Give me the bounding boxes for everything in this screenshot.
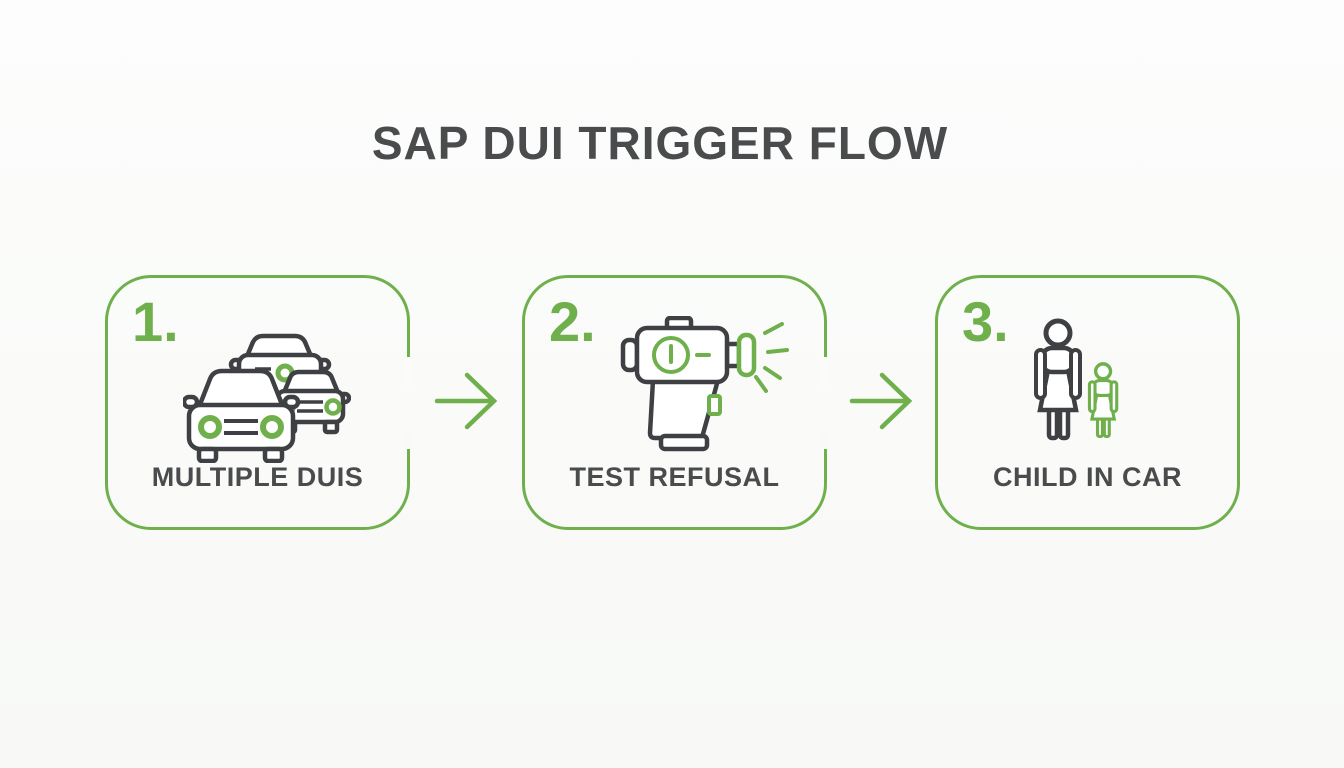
step-card-test-refusal: 2. [522,275,827,530]
step-number: 2. [549,290,596,353]
adult-and-child-icon [1024,318,1124,463]
step-number: 3. [962,290,1009,353]
step-card-child-in-car: 3. [935,275,1240,530]
page-title: SAP DUI TRIGGER FLOW [371,117,949,169]
step-label: MULTIPLE DUIS [151,462,364,492]
step-card-multiple-duis: 1. [105,275,410,530]
traffic-cars-icon [181,331,352,468]
step-label: TEST REFUSAL [569,462,780,492]
right-arrow-icon [849,369,915,438]
right-arrow-icon [434,369,500,438]
breathalyzer-icon [617,315,792,457]
step-label: CHILD IN CAR [993,462,1182,492]
step-number: 1. [132,290,179,353]
